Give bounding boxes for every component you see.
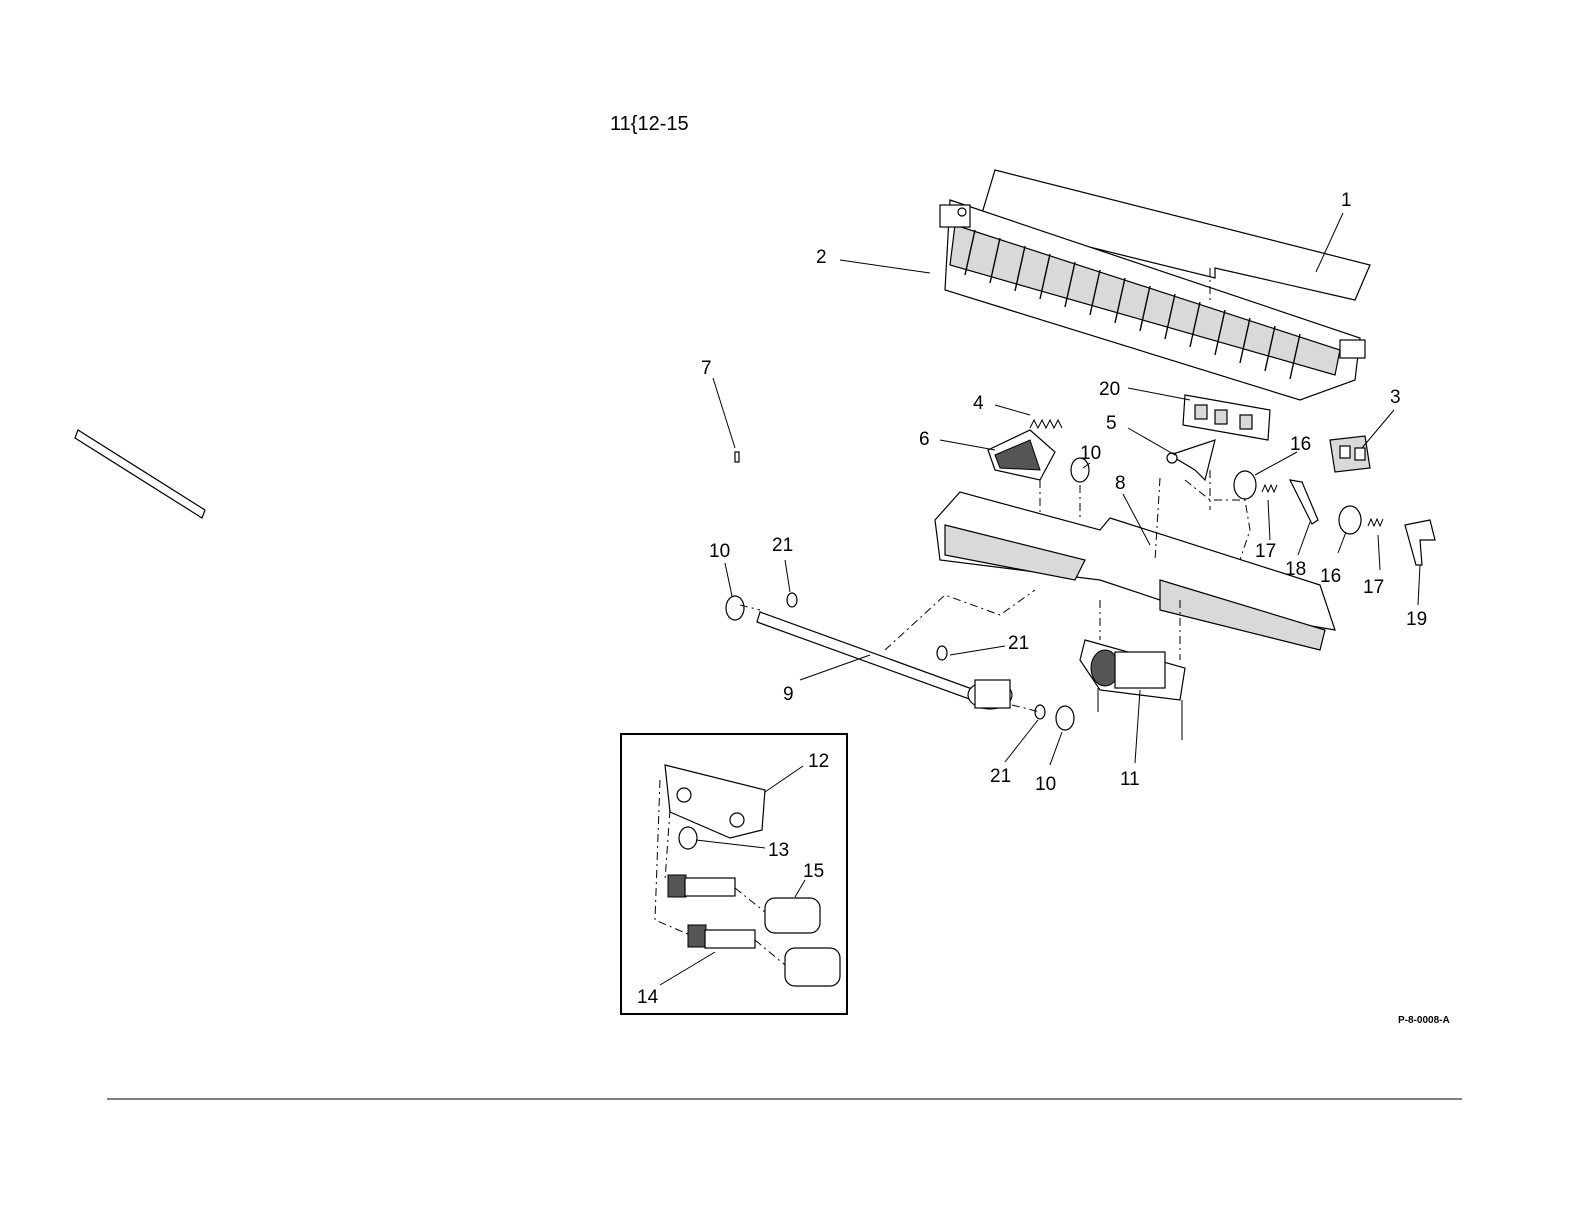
part-10-bearing-b bbox=[726, 596, 744, 620]
callout-5: 5 bbox=[1106, 413, 1117, 434]
part-9-roller-shaft bbox=[757, 612, 1012, 709]
part-3-bracket bbox=[1330, 436, 1370, 472]
callout-10c: 10 bbox=[1035, 774, 1056, 795]
callout-6: 6 bbox=[919, 429, 930, 450]
part-7-shaft bbox=[75, 430, 739, 518]
part-20-sensor-bracket bbox=[1183, 395, 1270, 440]
callout-20: 20 bbox=[1099, 379, 1120, 400]
callout-16a: 16 bbox=[1290, 434, 1311, 455]
callout-4: 4 bbox=[973, 393, 984, 414]
callout-16b: 16 bbox=[1320, 566, 1341, 587]
kit-label: 11{12-15 bbox=[610, 113, 689, 135]
callout-10b: 10 bbox=[709, 541, 730, 562]
callout-17b: 17 bbox=[1363, 577, 1384, 598]
part-16-collar-a bbox=[1234, 471, 1256, 499]
callout-12: 12 bbox=[808, 751, 829, 772]
part-17-spring-a bbox=[1262, 485, 1277, 492]
part-10-bearing-c bbox=[1056, 706, 1074, 730]
callout-13: 13 bbox=[768, 840, 789, 861]
callout-7: 7 bbox=[701, 358, 712, 379]
part-6-holder bbox=[988, 430, 1055, 480]
part-17-spring-b bbox=[1368, 519, 1383, 526]
callout-10a: 10 bbox=[1080, 443, 1101, 464]
part-13-bearing bbox=[679, 827, 697, 849]
callout-3: 3 bbox=[1390, 387, 1401, 408]
part-16-collar-b bbox=[1339, 506, 1361, 534]
callout-9: 9 bbox=[783, 684, 794, 705]
callout-21c: 21 bbox=[990, 766, 1011, 787]
callout-14: 14 bbox=[637, 987, 659, 1008]
callout-17a: 17 bbox=[1255, 541, 1276, 562]
callout-21b: 21 bbox=[1008, 633, 1029, 654]
part-11-feed-roller-assy bbox=[1080, 640, 1185, 740]
part-21-washer-c bbox=[1035, 705, 1045, 719]
part-19-actuator bbox=[1405, 520, 1435, 565]
part-5-lever bbox=[1167, 440, 1215, 480]
part-4-spring bbox=[1030, 420, 1062, 428]
callout-18: 18 bbox=[1285, 559, 1306, 580]
part-21-washer-a bbox=[787, 593, 797, 607]
callout-15: 15 bbox=[803, 861, 824, 882]
part-18-actuator bbox=[1290, 480, 1318, 524]
callout-19: 19 bbox=[1406, 609, 1427, 630]
callout-2: 2 bbox=[816, 247, 827, 268]
callout-1: 1 bbox=[1341, 190, 1352, 211]
part-21-washer-b bbox=[937, 646, 947, 660]
callout-8: 8 bbox=[1115, 473, 1126, 494]
figure-id: P-8-0008-A bbox=[1398, 1015, 1450, 1026]
callout-11: 11 bbox=[1120, 769, 1140, 790]
callout-21a: 21 bbox=[772, 535, 793, 556]
